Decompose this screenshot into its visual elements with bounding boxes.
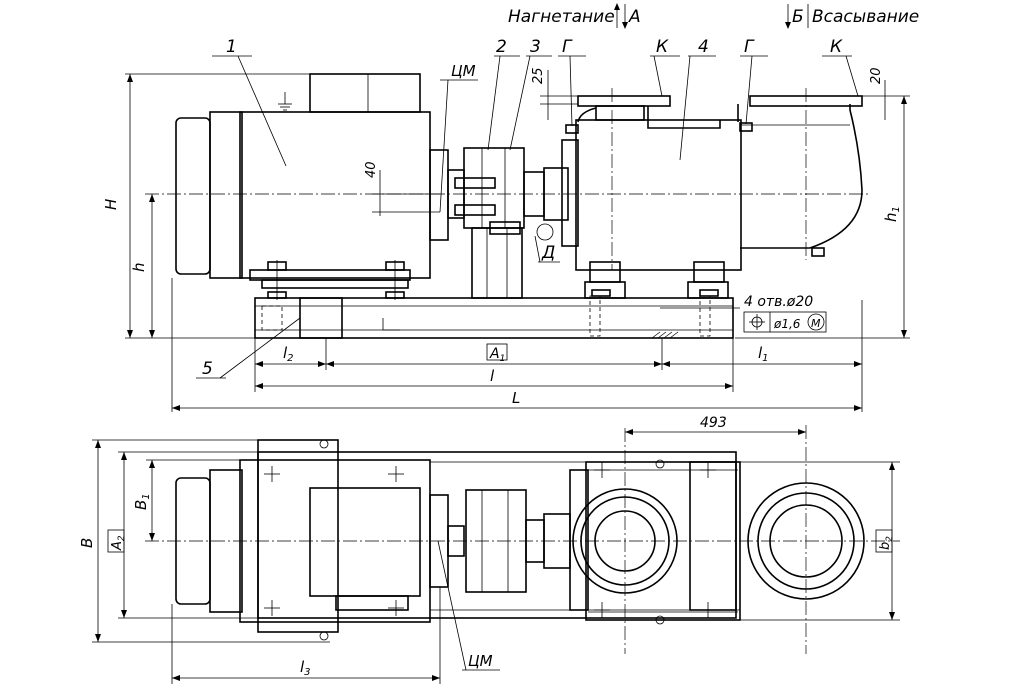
holes-modifier: M	[811, 317, 821, 330]
foot-bolts	[267, 122, 753, 299]
callout-3: 3	[530, 37, 541, 57]
dim-25: 25	[531, 67, 546, 84]
callout-g-right: Г	[744, 37, 755, 57]
callout-5: 5	[202, 359, 213, 379]
holes-note: 4 отв.ø20 ø1,6 M	[660, 294, 827, 333]
dim-L: L	[512, 389, 520, 407]
electric-motor	[175, 73, 449, 279]
base-frame	[254, 295, 734, 339]
callout-d: Д	[541, 243, 555, 263]
dim-h: h	[130, 262, 148, 272]
dim-H: H	[102, 199, 120, 210]
dim-B: B	[78, 538, 96, 548]
callout-k-left: К	[656, 37, 669, 57]
discharge-label: Нагнетание	[508, 7, 615, 27]
pump-casing	[575, 88, 863, 299]
dim-h1: h1	[882, 206, 902, 222]
dim-A1: A1	[489, 346, 505, 364]
dim-B1: B1	[132, 493, 152, 510]
callout-1: 1	[226, 37, 237, 57]
holes-count-text: 4 отв.ø20	[744, 294, 813, 310]
coupling	[447, 147, 525, 299]
holes-tolerance: ø1,6	[773, 317, 801, 331]
dim-A2: A2	[110, 535, 127, 551]
dim-493: 493	[700, 415, 727, 431]
dim-b2: b2	[878, 536, 895, 550]
suction-letter: Б	[792, 7, 804, 27]
plan-view: 493 B A2 B1 b2 l3	[78, 415, 900, 684]
suction-direction: Б Всасывание	[785, 4, 919, 29]
plan-bolt-marks	[264, 462, 716, 618]
callout-cm-bottom: ЦМ	[468, 652, 493, 670]
callouts-front: 1 ЦМ 2 3 Г К 4 Г К	[196, 37, 859, 379]
callout-k-right: К	[830, 37, 843, 57]
callout-2: 2	[496, 37, 507, 57]
discharge-letter: A	[628, 7, 641, 27]
dim-l2: l2	[283, 344, 294, 364]
dim-20: 20	[869, 67, 884, 84]
callout-g-left: Г	[562, 37, 573, 57]
front-view: H h h1 20 25 40	[102, 37, 910, 412]
dim-l1: l1	[758, 344, 769, 364]
dim-40: 40	[364, 161, 379, 178]
callout-cm-top: ЦМ	[451, 62, 476, 80]
suction-label: Всасывание	[812, 7, 919, 27]
dim-l: l	[490, 367, 495, 385]
callout-4: 4	[698, 37, 709, 57]
dim-l3: l3	[300, 658, 311, 678]
discharge-direction: Нагнетание A	[508, 3, 641, 29]
